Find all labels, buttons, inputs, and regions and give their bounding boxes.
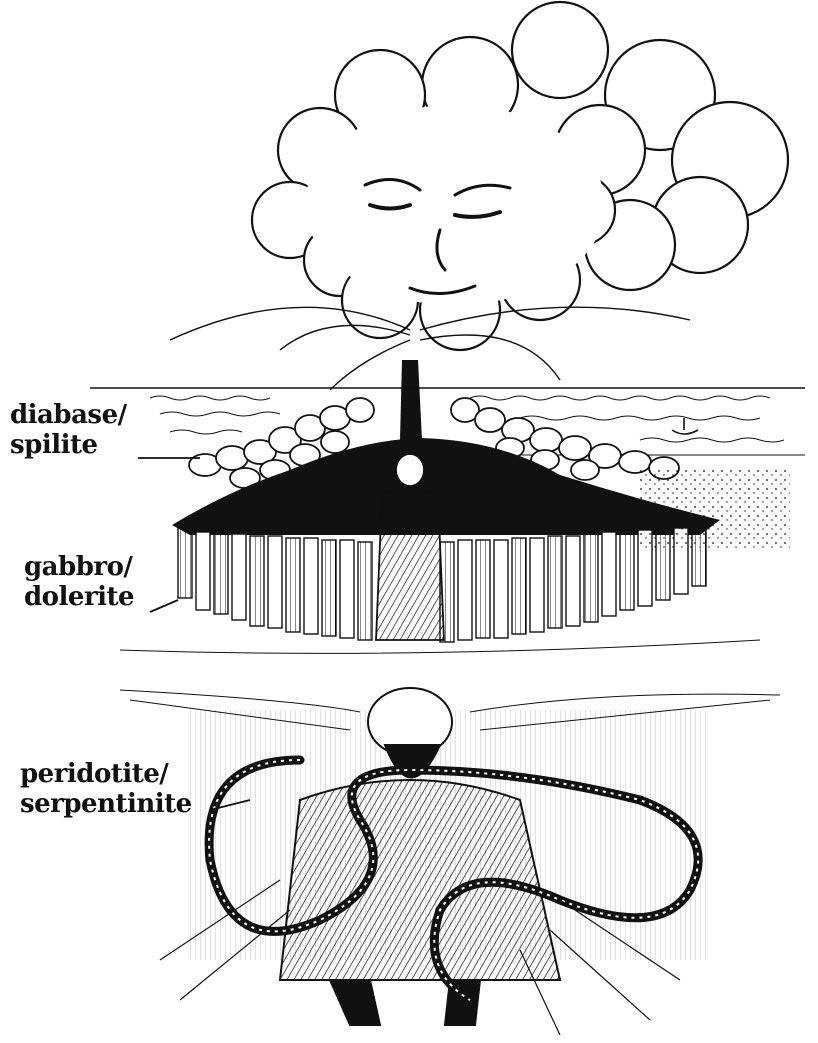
cloud-face — [252, 2, 788, 350]
label-gabbro-line1: gabbro/ — [24, 552, 134, 582]
volcanic-vent — [400, 360, 422, 440]
label-peridotite-line2: serpentinite — [20, 789, 192, 819]
label-diabase-line1: diabase/ — [10, 400, 127, 430]
label-peridotite-serpentinite: peridotite/ serpentinite — [20, 759, 192, 819]
label-diabase-spilite: diabase/ spilite — [10, 400, 127, 460]
small-boat — [672, 418, 698, 434]
label-gabbro-dolerite: gabbro/ dolerite — [24, 552, 134, 612]
label-gabbro-line2: dolerite — [24, 582, 134, 612]
label-peridotite-line1: peridotite/ — [20, 759, 192, 789]
label-diabase-line2: spilite — [10, 430, 127, 460]
sediment-stipple — [640, 470, 790, 550]
